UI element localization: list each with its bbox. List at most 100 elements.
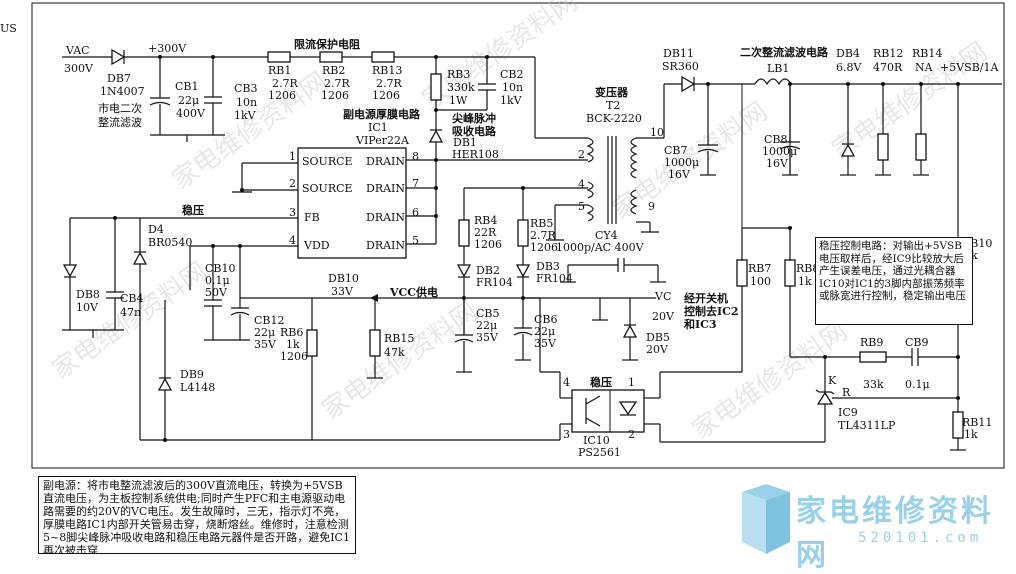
ic1-pin-drain-6: DRAIN: [366, 211, 405, 224]
cb10-value: 0.1μ: [205, 274, 230, 287]
transformer-label: 变压器: [595, 85, 629, 99]
ic1-pin-number: 6: [412, 206, 419, 219]
cb9-label: CB9: [905, 336, 929, 349]
rb7-label: RB7: [748, 262, 771, 275]
cb8-value: 1000μ: [762, 145, 797, 158]
db10-label: DB10: [328, 272, 359, 285]
resistor-rb12: [877, 133, 889, 161]
ic10-pin: 3: [563, 428, 570, 441]
cb7-value: 1000μ: [664, 156, 699, 169]
d4-label: D4: [148, 223, 164, 236]
cb4-value: 47n: [120, 306, 141, 319]
watermark-text: 家电维修资料网: [47, 257, 213, 386]
diode-db7-symbol: [111, 48, 126, 66]
watermark-text: 家电维修资料网: [317, 297, 483, 426]
cb6-voltage: 35V: [534, 337, 557, 350]
diode-db11-symbol: [681, 75, 696, 93]
ic1-pin-drain-5: DRAIN: [366, 239, 405, 252]
diagram-frame: [31, 2, 1005, 469]
output-5vsb-label: +5VSB/1A: [940, 61, 999, 74]
ic10-label: IC10: [583, 434, 610, 447]
rb1-value: 2.7R: [272, 77, 298, 90]
ic1-pin-number: 2: [289, 177, 296, 190]
ic1-body: [297, 147, 407, 259]
aux-rectifier: RB4 22R 1206 DB2 FR104 RB5 2.7R 1206 DB3…: [454, 186, 739, 373]
resistor-rb4: [458, 219, 470, 247]
ic10-body: [571, 389, 645, 433]
diode-db9-symbol: [157, 377, 173, 391]
rb15-value: 47k: [384, 346, 405, 359]
ic10-regulate-label: 稳压: [590, 375, 612, 389]
transformer-pin: 9: [648, 200, 655, 213]
cb2-value: 10n: [502, 81, 523, 94]
transformer-part: BCK-2220: [586, 112, 642, 125]
ic1-pin-drain-8: DRAIN: [366, 155, 405, 168]
resistor-rb5: [517, 219, 529, 247]
ic1-pin-fb: FB: [304, 211, 320, 224]
rb3-label: RB3: [447, 68, 470, 81]
ic1-pin-number: 8: [412, 150, 419, 163]
vc-label: VC: [654, 290, 671, 303]
ic9-r-label: R: [842, 386, 851, 399]
ic9-k-label: K: [828, 374, 837, 387]
db5-label: DB5: [646, 331, 670, 344]
rb8-value: 1k: [798, 275, 812, 288]
schematic-diagram: US 家电维修资料网 家电维修资料网 家电维修资料网 家电维修资料网 家电维修资…: [0, 0, 1005, 469]
feedback-input: 稳压 D4 BR0540 DB8 10V CB4 47n: [62, 203, 560, 441]
resistor-rb14: [915, 133, 927, 161]
db8-value: 10V: [76, 301, 99, 314]
db11-label: DB11: [663, 47, 694, 60]
logo-brand-text: 家电维修资料网: [796, 494, 994, 573]
transformer-pin: 4: [578, 178, 585, 191]
transformer-pin: 5: [578, 200, 585, 213]
ic1-pin-source-1: SOURCE: [302, 155, 353, 168]
resistor-rb7: [736, 259, 748, 287]
ic1-pin-number: 3: [289, 206, 296, 219]
rb12-label: RB12: [873, 47, 903, 60]
transformer-t2: 变压器 T2 BCK-2220 2 4 5 10 9: [464, 57, 665, 241]
cb2-label: CB2: [500, 68, 524, 81]
ic1-pin-drain-7: DRAIN: [366, 182, 405, 195]
db8-label: DB8: [76, 288, 100, 301]
ic1-designator: IC1: [368, 121, 388, 134]
rb6-label: RB6: [280, 326, 303, 339]
vcc-supply-label: VCC供电: [389, 285, 438, 299]
rb13-package: 1206: [372, 89, 400, 102]
rb13-value: 2.7R: [376, 77, 402, 90]
resistor-rb3: [430, 73, 442, 101]
rb3-power: 1W: [449, 94, 468, 107]
cb10-label: CB10: [205, 262, 236, 275]
cb12-value: 22μ: [254, 326, 275, 339]
cb12-label: CB12: [254, 314, 285, 327]
onoff-label-3: 和IC3: [684, 317, 717, 331]
snubber-label-2: 吸收电路: [452, 124, 497, 138]
rb5-value: 2.7R: [530, 229, 556, 242]
rb14-label: RB14: [912, 47, 942, 60]
ic1-title: 副电源厚膜电路: [343, 107, 421, 121]
vdd-supply: CB10 0.1μ 50V CB12 22μ 35V DB9 L4148 DB1…: [157, 244, 540, 442]
cb1-voltage: 400V: [176, 107, 206, 120]
vcc-arrow: [370, 294, 378, 302]
vac-value: 300V: [64, 62, 94, 75]
db2-label: DB2: [476, 264, 500, 277]
resistor-rb9: [859, 351, 887, 363]
cb12-voltage: 35V: [254, 338, 277, 351]
mains-filter-label: 市电二次: [98, 101, 142, 115]
cb3-voltage: 1kV: [234, 109, 257, 122]
rb11-label: RB11: [962, 416, 992, 429]
cb6-value: 22μ: [534, 325, 555, 338]
snubber-circuit: RB3 330k 1W CB2 10n 1kV 尖峰脉冲 吸收电路 DB1 HE…: [428, 55, 524, 161]
rb9-value: 33k: [863, 378, 884, 391]
snubber-label: 尖峰脉冲: [452, 111, 496, 125]
db4-value: 6.8V: [836, 61, 862, 74]
diode-db3-symbol: [515, 264, 531, 278]
db7-part: 1N4007: [100, 85, 145, 98]
resistor-rb13: [371, 51, 395, 63]
diode-db2-symbol: [456, 264, 472, 278]
rb11-value: 1k: [964, 428, 978, 441]
cb7-label: CB7: [664, 144, 688, 157]
cb1-label: CB1: [175, 80, 199, 93]
db1-part: HER108: [452, 148, 499, 161]
ic10-optocoupler: 4 1 3 2 稳压 IC10 PS2561: [539, 298, 825, 459]
regulator-ic9: RB7 100 RB8 1k RB9 33k CB9 0.1μ K R IC9 …: [736, 84, 960, 442]
